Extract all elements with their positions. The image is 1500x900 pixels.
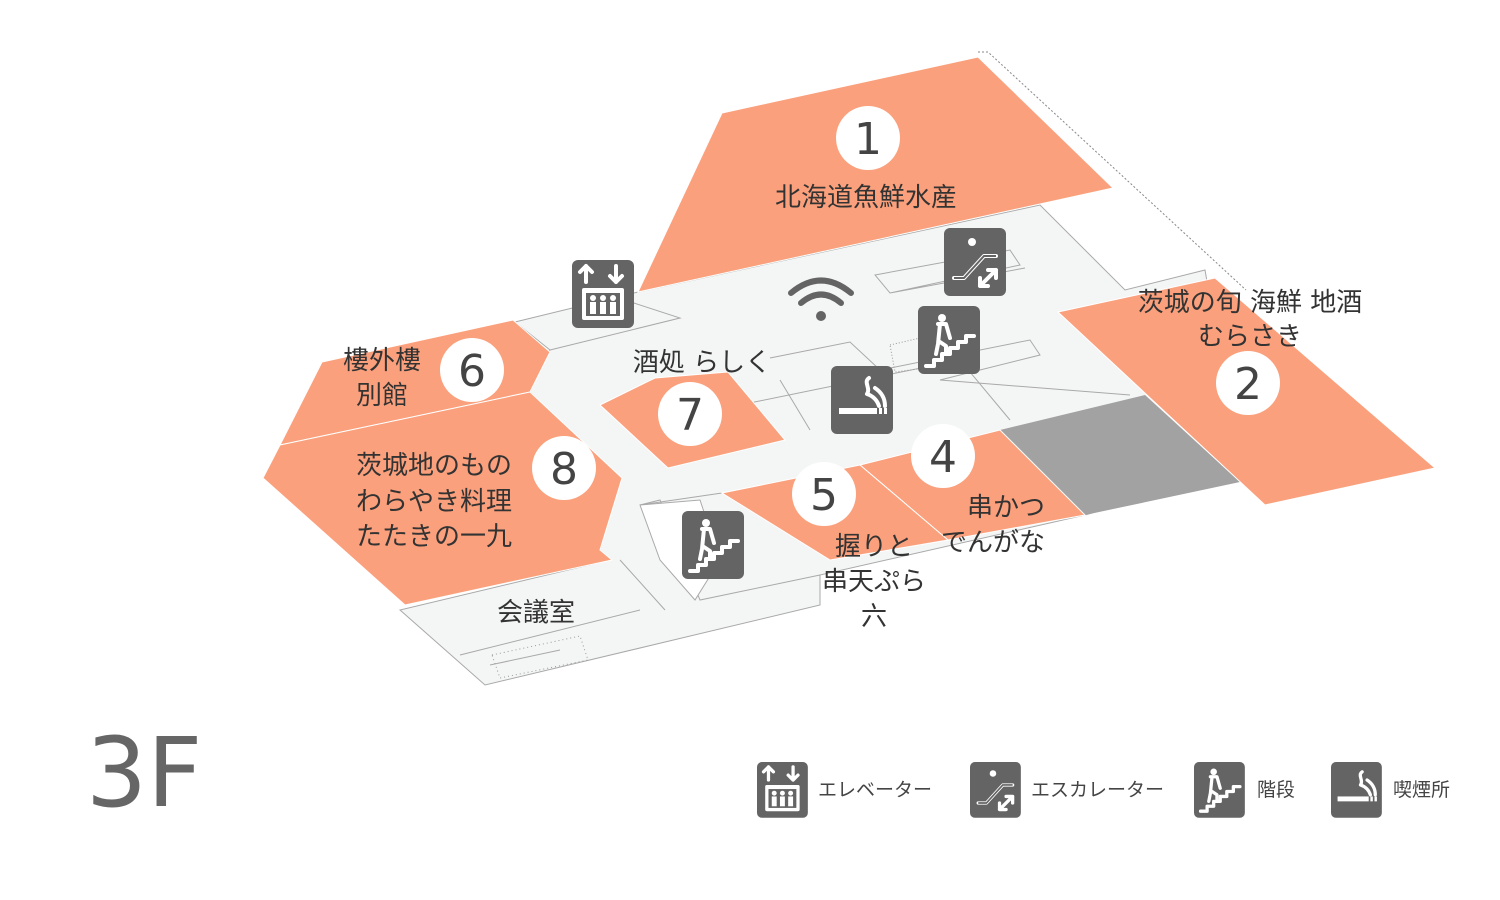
smoking-area-icon xyxy=(1329,760,1384,820)
elevator-icon xyxy=(755,760,810,820)
shop-4-name: 串かつ xyxy=(967,493,1045,523)
legend-label: エレベーター xyxy=(818,779,932,801)
shop-2-name: むらさき xyxy=(1198,322,1302,352)
shop-number: 2 xyxy=(1234,359,1262,410)
shop-number: 4 xyxy=(929,432,957,483)
shop-6-name: 別館 xyxy=(356,381,408,411)
stairs-icon xyxy=(916,304,982,376)
shop-number: 6 xyxy=(458,346,486,397)
floor-label: 3F xyxy=(86,717,202,829)
shop-number: 8 xyxy=(550,444,578,495)
shop-number: 7 xyxy=(676,390,704,441)
shop-8-name: わらやき料理 xyxy=(356,487,512,517)
shop-number: 5 xyxy=(810,470,838,521)
shop-8-marker[interactable]: 8 xyxy=(532,436,596,500)
legend-label: エスカレーター xyxy=(1031,779,1164,801)
boundary-line xyxy=(978,51,1247,291)
elevator-icon xyxy=(570,258,636,330)
stairs-icon xyxy=(680,509,746,581)
shop-5-name: 握りと xyxy=(835,532,913,562)
legend-label: 階段 xyxy=(1257,779,1295,801)
shop-8-area[interactable] xyxy=(262,391,623,606)
shop-number: 1 xyxy=(854,114,882,165)
closed-area xyxy=(1000,395,1240,515)
shop-4-name: でんがな xyxy=(941,528,1045,558)
legend-label: 喫煙所 xyxy=(1393,779,1450,801)
escalator-icon xyxy=(968,760,1023,820)
shop-5-marker[interactable]: 5 xyxy=(792,462,856,526)
smoking-area-icon xyxy=(829,364,895,436)
stairs-icon xyxy=(1192,760,1247,820)
shop-7-marker[interactable]: 7 xyxy=(658,382,722,446)
shop-1-marker[interactable]: 1 xyxy=(836,106,900,170)
shop-2-name: 茨城の旬 海鮮 地酒 xyxy=(1138,288,1363,318)
legend: エレベーター エスカレーター 階段 喫煙所 xyxy=(755,760,1450,820)
shop-5-name: 六 xyxy=(861,602,887,632)
shop-6-name: 樓外樓 xyxy=(343,346,421,376)
shop-8-name: 茨城地のもの xyxy=(356,451,512,481)
shop-7-name: 酒処 らしく xyxy=(633,348,771,378)
shop-6-marker[interactable]: 6 xyxy=(440,338,504,402)
shop-4-marker[interactable]: 4 xyxy=(911,424,975,488)
meeting-room-label: 会議室 xyxy=(497,598,575,628)
escalator-icon xyxy=(942,226,1008,298)
shop-2-marker[interactable]: 2 xyxy=(1216,351,1280,415)
wifi-icon xyxy=(788,277,854,321)
shop-1-name: 北海道魚鮮水産 xyxy=(775,183,957,213)
shop-8-name: たたきの一九 xyxy=(356,522,512,552)
shop-5-name: 串天ぷら xyxy=(822,567,926,597)
shop-1-area[interactable] xyxy=(637,56,1115,293)
